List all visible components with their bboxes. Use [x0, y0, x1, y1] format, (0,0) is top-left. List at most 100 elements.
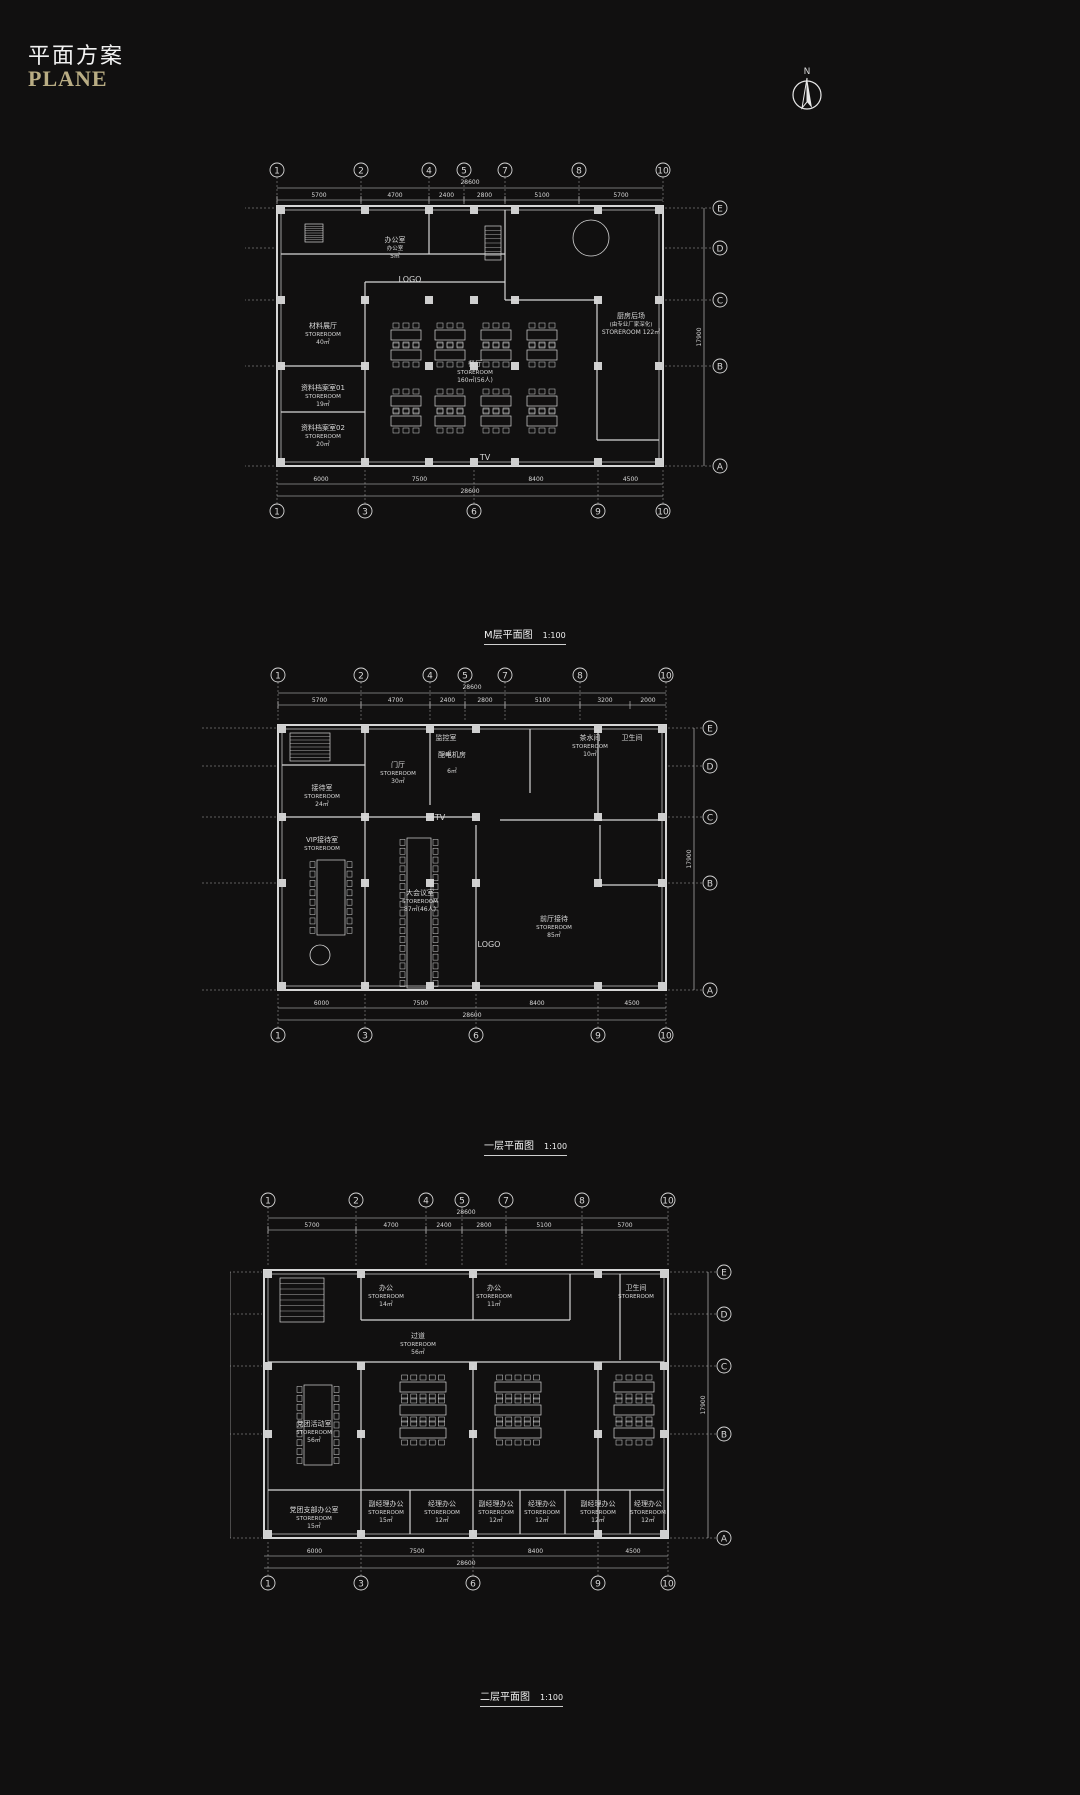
chair [309, 908, 316, 915]
grid-bubble [712, 240, 728, 256]
chair [392, 342, 400, 349]
room-name: 经理办公 [428, 1499, 456, 1508]
chair [446, 427, 454, 434]
column [426, 982, 434, 990]
chair [399, 883, 406, 890]
column [655, 362, 663, 370]
room-area: 56㎡ [411, 1348, 425, 1356]
caption-title: 一层平面图 [484, 1141, 534, 1152]
caption-scale: 1:100 [542, 631, 566, 640]
chair [625, 1374, 633, 1381]
column [594, 813, 602, 821]
grid-label: 9 [595, 1580, 601, 1590]
room-area: 19㎡ [316, 400, 330, 408]
chair [399, 874, 406, 881]
chair [528, 342, 536, 349]
chair [399, 980, 406, 987]
chair [402, 342, 410, 349]
room-name: 副经理办公 [369, 1499, 404, 1508]
dimension-value: 5700 [304, 1222, 319, 1229]
column [594, 362, 602, 370]
chair [645, 1393, 653, 1400]
chair [538, 342, 546, 349]
chair [615, 1393, 623, 1400]
room-code: STOREROOM [536, 925, 572, 931]
grid-label: A [717, 463, 724, 473]
chair [410, 1439, 418, 1446]
room-name: 门厅 [391, 760, 405, 769]
room-code: STOREROOM [572, 744, 608, 750]
grid-label: 7 [502, 672, 508, 682]
dimension-value: 5700 [311, 192, 326, 199]
grid-label: 10 [657, 167, 669, 177]
chair [401, 1374, 408, 1381]
chair [635, 1374, 643, 1381]
chair [505, 1420, 513, 1427]
room-area: 87㎡(46人) [404, 905, 436, 913]
column [511, 362, 519, 370]
room-code: STOREROOM [580, 1510, 616, 1516]
chair [496, 1374, 503, 1381]
table [494, 1404, 542, 1416]
caption-title: M层平面图 [484, 630, 533, 641]
chair [482, 427, 490, 434]
grid-bubble [465, 1575, 481, 1591]
chair [645, 1439, 653, 1446]
grid-bubble [270, 1027, 286, 1043]
dimension-value: 2800 [477, 697, 492, 704]
column [264, 1430, 272, 1438]
chair [538, 322, 546, 329]
chair [428, 1420, 436, 1427]
room-area: 6㎡ [447, 767, 457, 775]
grid-label: 3 [362, 1032, 368, 1042]
grid-label: 6 [473, 1032, 479, 1042]
grid-label: 8 [579, 1197, 585, 1207]
dimension-value: 4700 [383, 1222, 398, 1229]
chair [533, 1374, 540, 1381]
chair [533, 1420, 540, 1427]
chair [482, 342, 490, 349]
room-name: 过道 [411, 1331, 425, 1340]
table [390, 329, 422, 341]
chair [419, 1416, 427, 1423]
grid-label: 10 [660, 1032, 672, 1042]
chair [399, 892, 406, 899]
chair [538, 427, 546, 434]
chair [502, 361, 510, 368]
grid-label: E [717, 205, 723, 215]
grid-bubble [702, 982, 718, 998]
table [399, 1381, 447, 1393]
column [425, 362, 433, 370]
chair [432, 953, 439, 961]
chair [333, 1457, 340, 1464]
grid-label: E [707, 725, 713, 735]
chair [410, 1416, 418, 1423]
grid-label: 2 [358, 672, 364, 682]
dimension-value: 4500 [623, 476, 638, 483]
chair [438, 1393, 445, 1400]
chair [615, 1420, 623, 1427]
room-code: STOREROOM [476, 1294, 512, 1300]
chair [615, 1439, 623, 1446]
chair [346, 889, 353, 897]
chair [419, 1439, 427, 1446]
table [390, 415, 422, 427]
chair [505, 1416, 513, 1423]
grid-label: 4 [423, 1197, 429, 1207]
table [526, 395, 558, 407]
chair [482, 388, 490, 395]
caption-title: 二层平面图 [480, 1692, 530, 1703]
chair [401, 1416, 408, 1423]
chair [309, 870, 316, 878]
chair [492, 427, 500, 434]
column [658, 982, 666, 990]
chair [419, 1393, 427, 1400]
dimension-value: 7500 [412, 476, 427, 483]
chair [333, 1421, 340, 1429]
chair [548, 427, 556, 434]
chair [309, 861, 316, 868]
chair [432, 865, 439, 873]
room-area: 160㎡(56人) [457, 376, 493, 384]
grid-bubble [702, 720, 718, 736]
